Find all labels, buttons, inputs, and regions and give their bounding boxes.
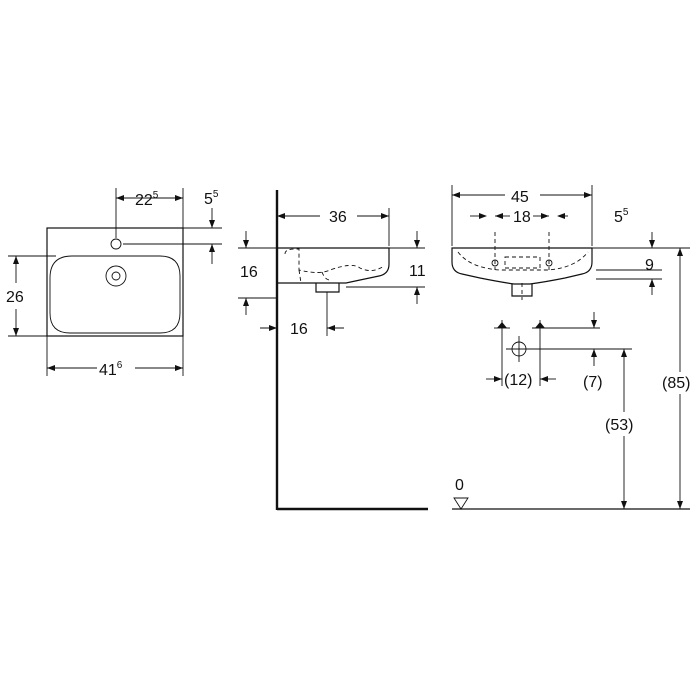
dim-side-bowl: 11 (409, 263, 426, 280)
back-basin-profile (451, 247, 593, 285)
dim-back-fixing: 18 (513, 209, 531, 226)
dim-back-total-height: (85) (662, 375, 690, 392)
supply-pipe-right (532, 320, 600, 336)
dim-back-outlet-height: (53) (605, 417, 633, 434)
dim-side-length: 36 (329, 209, 347, 226)
dim-side-height: 16 (240, 264, 258, 281)
front-view: 225 55 26 416 (6, 188, 222, 379)
drain-pipe (506, 336, 632, 362)
dim-back-rim-depth: 55 (614, 207, 629, 226)
supply-pipe-left (494, 320, 510, 336)
dim-back-width: 45 (511, 189, 529, 206)
dim-tap-offset: 225 (135, 190, 159, 209)
side-view: 36 16 11 16 (238, 190, 428, 511)
floor-level-label: 0 (455, 477, 464, 494)
dim-depth: 26 (6, 289, 24, 306)
dim-back-pipe-spacing: (12) (504, 372, 532, 389)
dim-side-outlet: 16 (290, 321, 308, 338)
drain-inner (111, 271, 121, 281)
back-view: 45 18 55 9 (451, 185, 690, 510)
dim-back-pipe-offset: (7) (583, 374, 603, 391)
floor-level-marker (453, 497, 469, 510)
dim-back-rim: 9 (645, 257, 654, 274)
side-basin-profile (277, 247, 390, 284)
basin-top-outline (46, 227, 184, 337)
basin-bowl-outline (49, 255, 181, 334)
drain-outer (105, 265, 127, 287)
dim-tap-depth: 55 (204, 189, 219, 208)
dim-width: 416 (99, 360, 123, 379)
tap-hole (110, 238, 122, 250)
